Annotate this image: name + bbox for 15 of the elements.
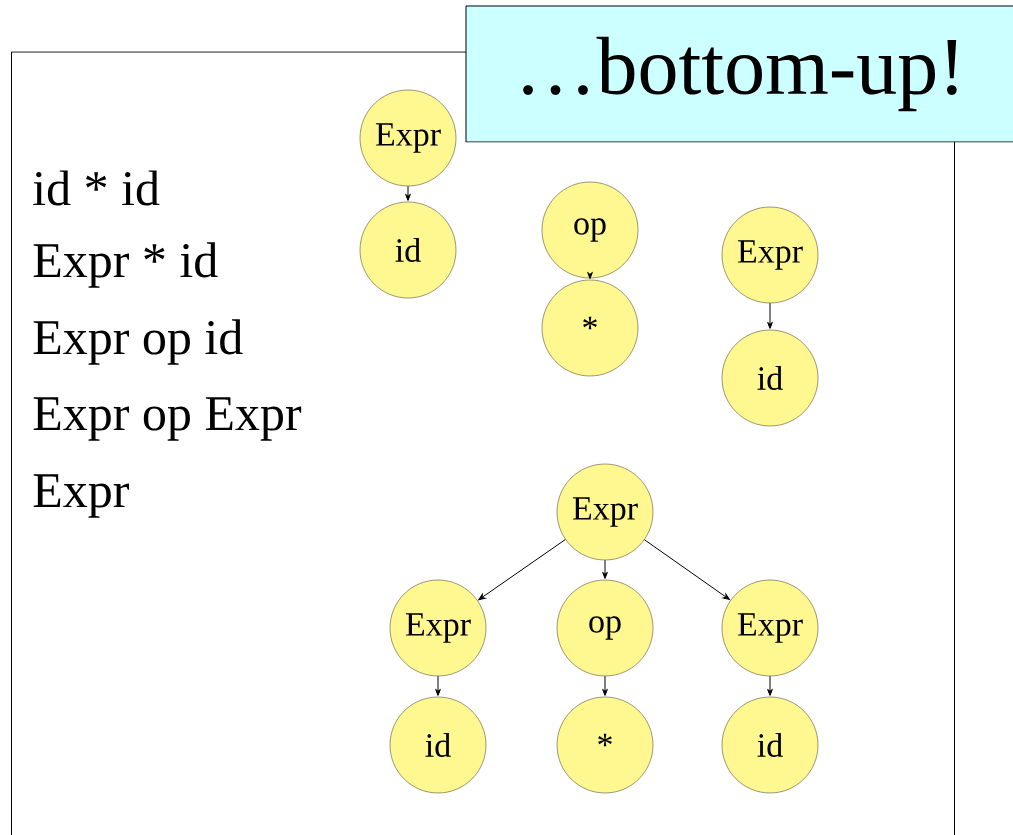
derivation-line: Expr op id: [33, 319, 243, 365]
arrow: [767, 302, 773, 329]
arrow: [478, 539, 566, 601]
arrow: [767, 675, 773, 696]
derivation-line: id * id: [33, 170, 160, 206]
derivation-line: Expr: [33, 474, 129, 518]
arrow: [435, 675, 441, 696]
arrow: [405, 185, 411, 201]
derivation-line: Expr * id: [33, 242, 218, 288]
arrow: [602, 559, 608, 579]
arrow: [587, 271, 593, 279]
title-box: …bottom-up!: [465, 5, 1013, 143]
arrow: [643, 539, 730, 600]
derivation-line: Expr op Expr: [33, 397, 302, 441]
arrow: [602, 675, 608, 696]
